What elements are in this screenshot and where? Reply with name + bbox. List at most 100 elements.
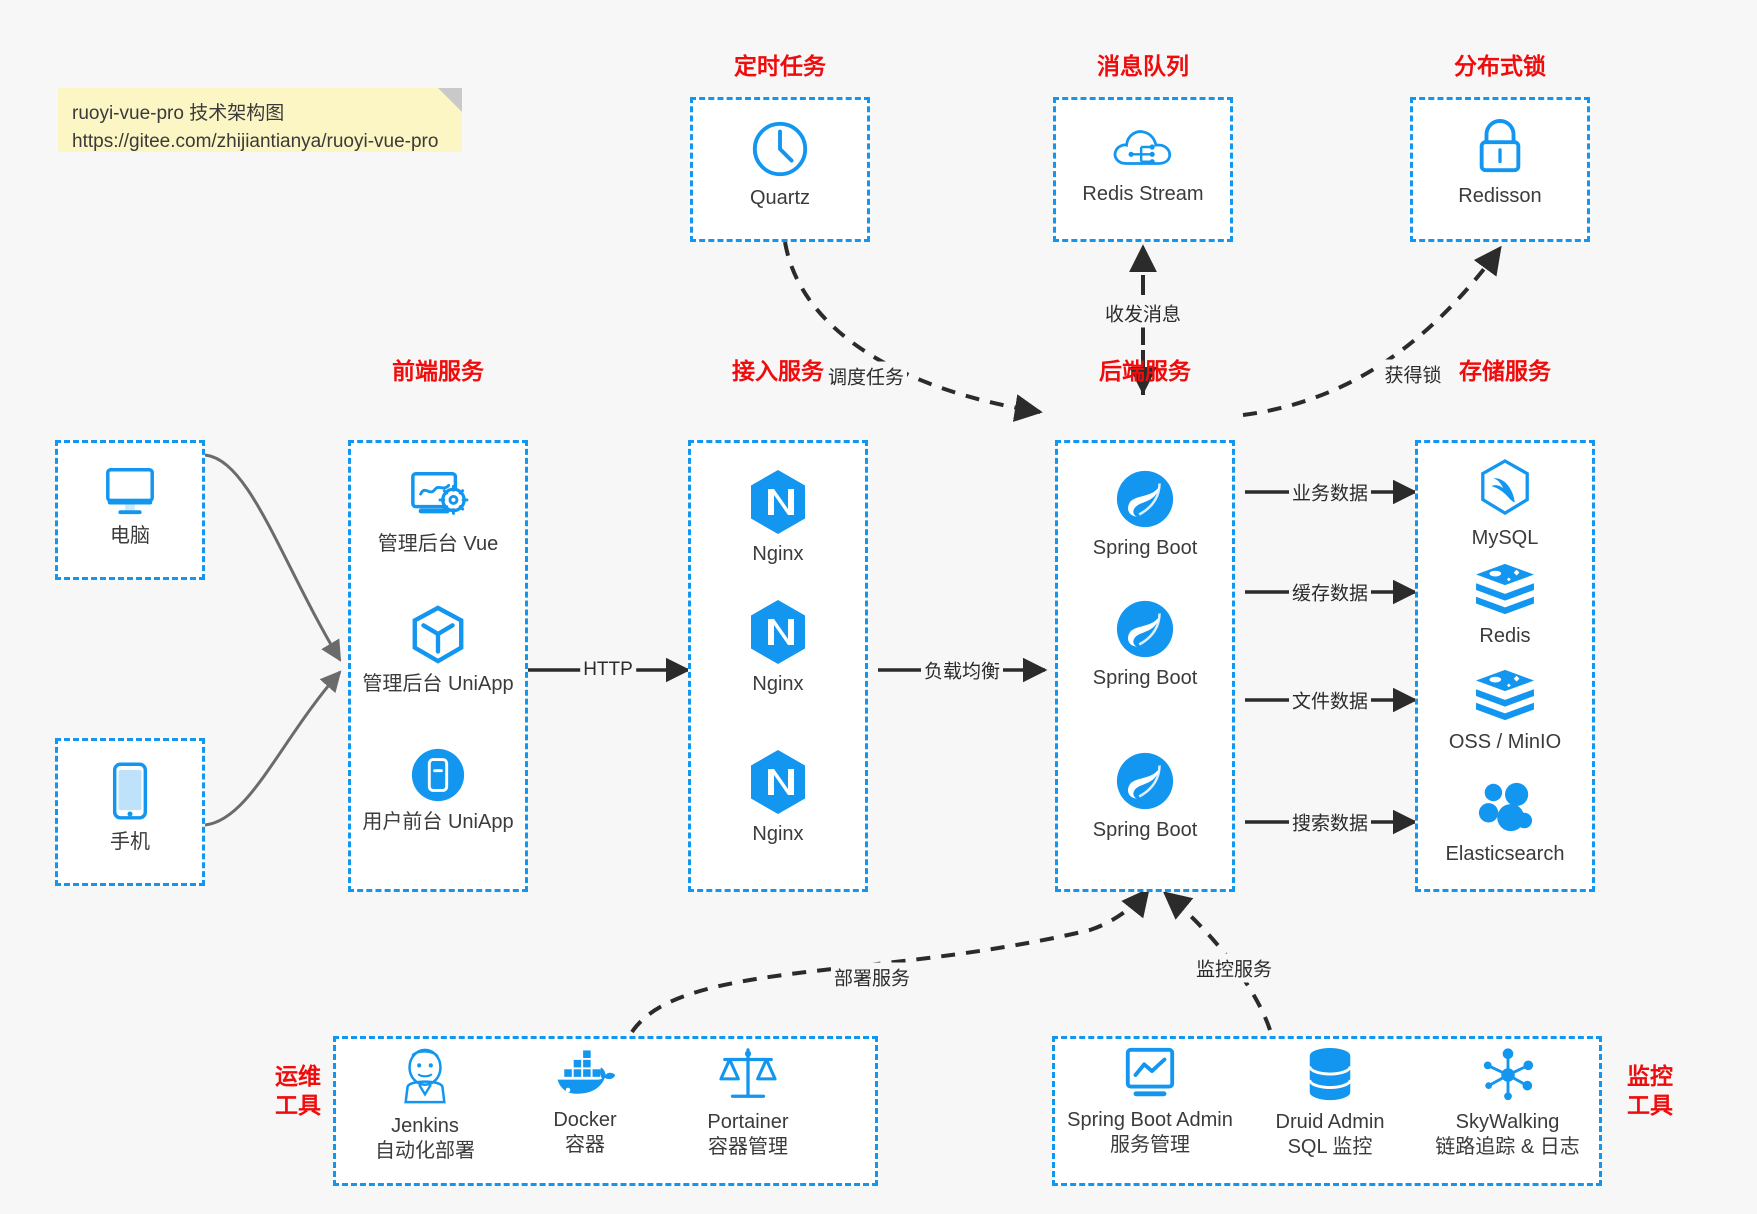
group-title-lock: 分布式锁 xyxy=(1454,53,1546,79)
node-spring-boot-admin[interactable]: Spring Boot Admin 服务管理 xyxy=(1060,1046,1240,1158)
lock-icon xyxy=(1479,119,1521,173)
node-portainer[interactable]: Portainer 容器管理 xyxy=(668,1046,828,1160)
node-nginx-3[interactable]: Nginx xyxy=(688,748,868,847)
edge-label-file-data: 文件数据 xyxy=(1288,685,1372,715)
desktop-icon xyxy=(106,467,154,515)
node-label: Redis xyxy=(1479,625,1531,647)
group-title-backend: 后端服务 xyxy=(1099,358,1191,384)
spring-boot-icon xyxy=(1116,752,1174,810)
node-label: MySQL xyxy=(1471,527,1539,549)
edge-label-business-data: 业务数据 xyxy=(1288,477,1372,507)
node-admin-uniapp[interactable]: 管理后台 UniApp xyxy=(348,604,528,697)
node-label: Nginx xyxy=(752,673,804,695)
node-label: Druid Admin xyxy=(1275,1111,1385,1133)
node-sublabel: 容器管理 xyxy=(708,1136,788,1158)
group-title-monitor: 监控 工具 xyxy=(1610,1062,1690,1120)
node-label: Elasticsearch xyxy=(1445,843,1565,865)
node-spring-boot-3[interactable]: Spring Boot xyxy=(1055,750,1235,843)
skywalking-icon xyxy=(1483,1048,1533,1101)
cloud-network-icon xyxy=(1113,130,1172,165)
spring-boot-icon xyxy=(1116,600,1174,658)
node-label: 电脑 xyxy=(110,525,150,547)
node-mobile[interactable]: 手机 xyxy=(55,760,205,855)
group-title-storage: 存储服务 xyxy=(1459,358,1551,384)
node-redis-stream[interactable]: Redis Stream xyxy=(1053,118,1233,207)
edge-label-deploy-service: 部署服务 xyxy=(830,962,914,992)
node-label: Spring Boot xyxy=(1092,537,1198,559)
edge-label-send-receive-msg: 收发消息 xyxy=(1101,298,1185,328)
node-sublabel: 服务管理 xyxy=(1110,1134,1190,1156)
node-elasticsearch[interactable]: Elasticsearch xyxy=(1415,778,1595,867)
group-box-mq xyxy=(1053,97,1233,242)
node-label: Redisson xyxy=(1458,185,1542,207)
node-pc[interactable]: 电脑 xyxy=(55,462,205,549)
node-spring-boot-1[interactable]: Spring Boot xyxy=(1055,468,1235,561)
node-label: Nginx xyxy=(752,823,804,845)
monitor-title-line1: 监控 xyxy=(1627,1063,1673,1089)
node-sublabel: 自动化部署 xyxy=(375,1140,475,1162)
node-druid-admin[interactable]: Druid Admin SQL 监控 xyxy=(1250,1046,1410,1160)
jenkins-icon xyxy=(404,1048,446,1104)
edge-acquire-lock xyxy=(1242,245,1502,417)
note-title: ruoyi-vue-pro 技术架构图 xyxy=(72,103,285,124)
node-sublabel: 链路追踪 & 日志 xyxy=(1435,1136,1580,1158)
node-label: Jenkins xyxy=(391,1115,459,1137)
monitor-title-line2: 工具 xyxy=(1627,1091,1673,1118)
edge-schedule-task xyxy=(783,241,1043,422)
node-skywalking[interactable]: SkyWalking 链路追踪 & 日志 xyxy=(1420,1046,1595,1160)
nginx-icon xyxy=(751,600,805,664)
redis-icon xyxy=(1476,563,1534,615)
mysql-icon xyxy=(1481,459,1529,516)
group-box-frontend xyxy=(348,440,528,892)
node-redis[interactable]: Redis xyxy=(1415,562,1595,649)
node-label: 管理后台 UniApp xyxy=(362,673,514,695)
group-title-frontend: 前端服务 xyxy=(392,358,484,384)
portainer-scales-icon xyxy=(719,1048,777,1098)
node-label: Spring Boot xyxy=(1092,819,1198,841)
node-label: Nginx xyxy=(752,543,804,565)
node-redisson[interactable]: Redisson xyxy=(1410,116,1590,209)
nginx-icon xyxy=(751,750,805,814)
node-jenkins[interactable]: Jenkins 自动化部署 xyxy=(345,1046,505,1164)
node-label: 手机 xyxy=(110,831,150,853)
group-title-mq: 消息队列 xyxy=(1097,53,1189,79)
node-label: Portainer xyxy=(707,1111,789,1133)
node-user-uniapp[interactable]: 用户前台 UniApp xyxy=(348,746,528,835)
group-title-devops: 运维 工具 xyxy=(258,1062,338,1120)
node-nginx-1[interactable]: Nginx xyxy=(688,468,868,567)
database-icon xyxy=(1308,1048,1352,1101)
edge-label-acquire-lock: 获得锁 xyxy=(1381,359,1445,389)
group-title-gateway: 接入服务 xyxy=(732,358,824,384)
group-title-scheduler: 定时任务 xyxy=(734,53,826,79)
node-label: 用户前台 UniApp xyxy=(362,811,514,833)
devops-title-line1: 运维 xyxy=(275,1063,321,1089)
node-mysql[interactable]: MySQL xyxy=(1415,458,1595,551)
node-label: Docker xyxy=(553,1109,617,1131)
node-label: Redis Stream xyxy=(1082,183,1204,205)
edge-deploy-service xyxy=(630,887,1150,1034)
edge-label-http: HTTP xyxy=(580,658,636,682)
hexagon-cube-icon xyxy=(412,605,464,664)
node-label: Spring Boot Admin xyxy=(1067,1109,1233,1131)
node-admin-vue[interactable]: 管理后台 Vue xyxy=(348,468,528,557)
node-label: SkyWalking xyxy=(1455,1111,1560,1133)
edge-mobile-to-frontend xyxy=(204,670,342,827)
node-nginx-2[interactable]: Nginx xyxy=(688,598,868,697)
spring-boot-icon xyxy=(1116,470,1174,528)
clock-icon xyxy=(752,121,808,177)
node-label: 管理后台 Vue xyxy=(377,533,499,555)
node-label: Quartz xyxy=(749,187,811,209)
node-docker[interactable]: Docker 容器 xyxy=(505,1046,665,1158)
node-sublabel: 容器 xyxy=(565,1134,605,1156)
edge-label-schedule-task: 调度任务 xyxy=(824,361,908,391)
node-spring-boot-2[interactable]: Spring Boot xyxy=(1055,598,1235,691)
node-oss-minio[interactable]: OSS / MinIO xyxy=(1415,668,1595,755)
group-box-scheduler xyxy=(690,97,870,242)
monitor-gear-icon xyxy=(411,472,469,515)
nginx-icon xyxy=(751,470,805,534)
oss-minio-icon xyxy=(1476,669,1534,721)
node-sublabel: SQL 监控 xyxy=(1287,1136,1373,1158)
edge-label-monitor-service: 监控服务 xyxy=(1192,953,1276,983)
monitor-chart-icon xyxy=(1125,1047,1175,1097)
node-quartz[interactable]: Quartz xyxy=(690,118,870,211)
